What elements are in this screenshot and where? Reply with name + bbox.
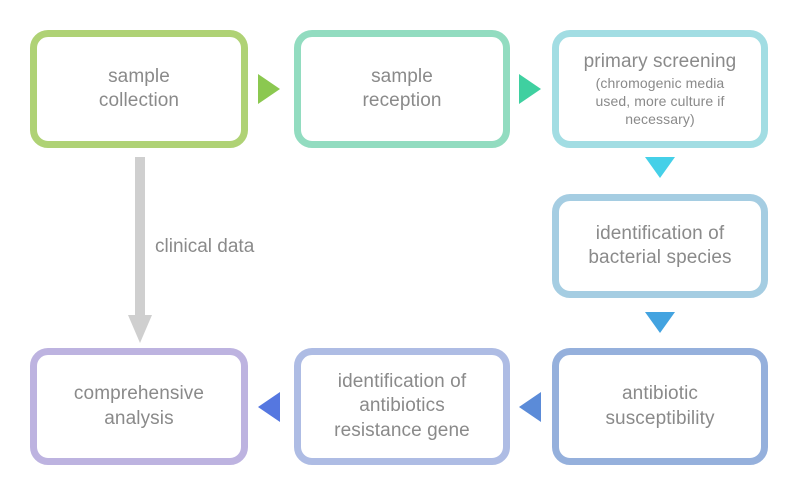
- arrow-down-species-to-antibiotic-icon: [645, 312, 675, 333]
- arrow-right-reception-to-screening-icon: [519, 74, 541, 104]
- arrow-head: [128, 315, 152, 343]
- node-sample-collection[interactable]: sample collection: [30, 30, 248, 148]
- node-resistance-gene[interactable]: identification of antibiotics resistance…: [294, 348, 510, 465]
- node-label-line2: antibiotics: [359, 395, 445, 417]
- arrow-left-gene-to-comprehensive-icon: [258, 392, 280, 422]
- node-comprehensive-analysis[interactable]: comprehensive analysis: [30, 348, 248, 465]
- node-label-line3: resistance gene: [334, 419, 470, 441]
- node-label-line1: identification of: [337, 371, 467, 393]
- node-label-line2: collection: [98, 90, 180, 111]
- node-bacterial-species[interactable]: identification of bacterial species: [552, 194, 768, 298]
- node-label-line1: sample: [371, 65, 433, 87]
- node-primary-screening[interactable]: primary screening (chromogenic media use…: [552, 30, 768, 148]
- node-label-line2: reception: [362, 90, 442, 111]
- node-sublabel-line2: used, more culture if: [595, 93, 725, 110]
- node-label-line2: bacterial species: [588, 247, 732, 268]
- node-label-line1: comprehensive: [73, 383, 205, 405]
- arrow-down-screening-to-species-icon: [645, 157, 675, 178]
- node-antibiotic-susceptibility[interactable]: antibiotic susceptibility: [552, 348, 768, 465]
- arrow-left-antibiotic-to-gene-icon: [519, 392, 541, 422]
- node-label-line1: identification of: [595, 222, 725, 244]
- node-sample-reception[interactable]: sample reception: [294, 30, 510, 148]
- node-label-line2: analysis: [104, 407, 174, 429]
- node-sublabel-line1: (chromogenic media: [595, 75, 725, 92]
- node-sublabel-line3: necessary): [625, 111, 695, 128]
- node-label-line1: sample: [108, 65, 170, 87]
- arrow-shaft: [135, 157, 145, 317]
- node-label-line2: susceptibility: [605, 407, 715, 429]
- arrow-right-collection-to-reception-icon: [258, 74, 280, 104]
- node-label-line1: antibiotic: [622, 383, 698, 405]
- arrow-down-clinical-data-icon: [128, 157, 152, 343]
- node-label-line1: primary screening: [583, 50, 737, 72]
- edge-label-clinical-data: clinical data: [155, 236, 255, 257]
